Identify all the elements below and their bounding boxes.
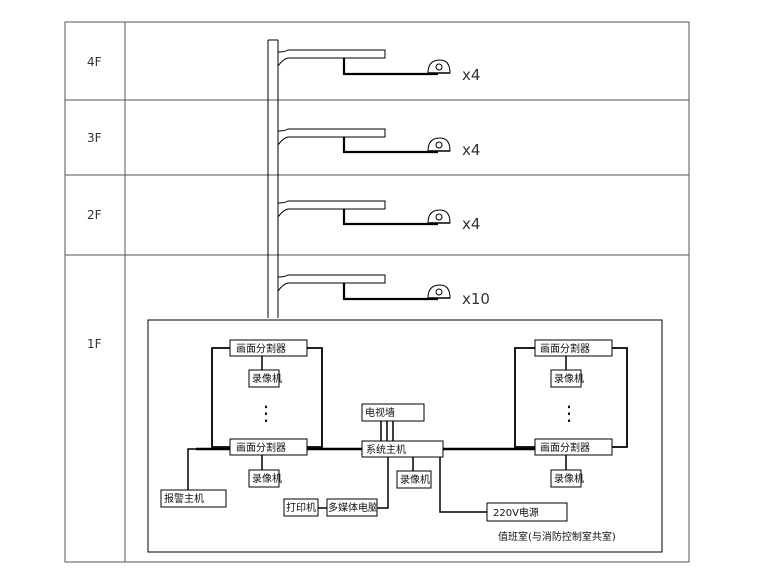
recorder-box-right-bottom (550, 469, 582, 488)
alarm-host-label: 报警主机 (164, 492, 204, 505)
floor-branch-1f (277, 274, 438, 301)
duty-room-note: 值班室(与消防控制室共室) (498, 530, 616, 543)
floor-label-2f: 2F (87, 208, 102, 222)
recorder-label: 录像机 (252, 472, 282, 485)
splitter-box-left-bottom (229, 438, 308, 456)
floor-branch-3f (277, 128, 438, 154)
control-room-frame (147, 319, 663, 553)
camera-icon (427, 137, 451, 152)
ellipsis-left: ⋮ (256, 401, 276, 425)
splitter-label: 画面分割器 (236, 342, 286, 355)
recorder-box-left-top (248, 369, 280, 388)
splitter-box-right-bottom (534, 438, 613, 456)
recorder-label: 录像机 (554, 372, 584, 385)
recorder-box-left-bottom (248, 469, 280, 488)
ellipsis-right: ⋮ (559, 401, 579, 425)
recorder-box-right-top (550, 369, 582, 388)
splitter-box-right-top (534, 339, 613, 357)
vertical-riser (267, 39, 279, 318)
splitter-label: 画面分割器 (236, 441, 286, 454)
alarm-host-box (160, 489, 227, 508)
recorder-label: 录像机 (252, 372, 282, 385)
floor-label-1f: 1F (87, 337, 102, 351)
camera-count-2f: x4 (462, 215, 480, 233)
multimedia-pc-box (326, 498, 378, 517)
printer-label: 打印机 (286, 501, 316, 514)
camera-icon (427, 59, 451, 74)
splitter-label: 画面分割器 (540, 342, 590, 355)
camera-count-4f: x4 (462, 66, 480, 84)
camera-icon (427, 209, 451, 224)
recorder-box-center (396, 470, 432, 489)
splitter-box-left-top (229, 339, 308, 357)
camera-icon (427, 284, 451, 299)
control-room-wiring (187, 347, 628, 513)
multimedia-pc-label: 多媒体电脑 (328, 501, 378, 514)
camera-count-1f: x10 (462, 290, 490, 308)
floor-grid (64, 21, 690, 563)
splitter-label: 画面分割器 (540, 441, 590, 454)
system-host-label: 系统主机 (366, 443, 406, 456)
system-host-box (361, 440, 444, 458)
camera-count-3f: x4 (462, 141, 480, 159)
recorder-label: 录像机 (554, 472, 584, 485)
power-supply-box (486, 502, 568, 522)
floor-branch-2f (277, 200, 438, 226)
floor-branch-4f (277, 49, 438, 76)
tv-wall-label: 电视墙 (365, 406, 395, 419)
printer-box (283, 498, 319, 517)
tv-wall-box (361, 403, 425, 422)
power-supply-label: 220V电源 (493, 506, 539, 519)
floor-label-4f: 4F (87, 55, 102, 69)
recorder-label: 录像机 (400, 473, 430, 486)
floor-label-3f: 3F (87, 131, 102, 145)
